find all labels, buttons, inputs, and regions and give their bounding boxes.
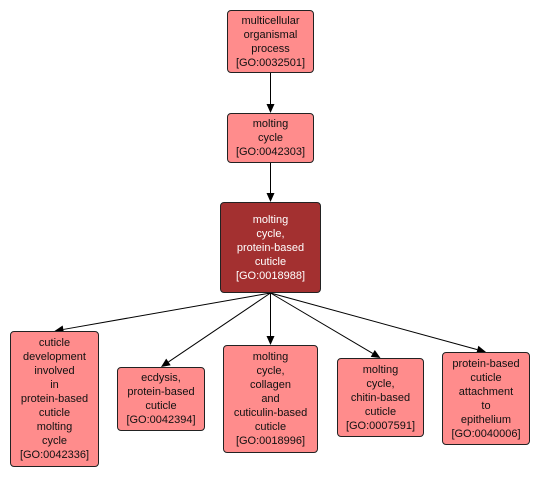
edge-arrowhead (161, 358, 171, 367)
node-go-0042336[interactable]: cuticle development involved in protein-… (10, 331, 99, 467)
edge-line (63, 292, 271, 330)
node-go-0007591[interactable]: molting cycle, chitin-based cuticle [GO:… (337, 358, 424, 437)
node-go-0032501[interactable]: multicellular organismal process [GO:003… (227, 10, 314, 73)
edge-arrowhead (370, 349, 381, 358)
node-go-0042394[interactable]: ecdysis, protein-based cuticle [GO:00423… (117, 367, 205, 431)
node-go-0018988[interactable]: molting cycle, protein-based cuticle [GO… (220, 202, 321, 293)
node-go-0040006[interactable]: protein-based cuticle attachment to epit… (442, 352, 530, 445)
edge-line (270, 292, 374, 354)
edge-arrowhead (266, 336, 275, 345)
node-go-0018996[interactable]: molting cycle, collagen and cuticulin-ba… (223, 345, 318, 453)
edge-line (270, 292, 478, 351)
edge-line (168, 292, 271, 363)
edge-arrowhead (266, 193, 275, 202)
node-go-0042303[interactable]: molting cycle [GO:0042303] (227, 113, 314, 163)
edge-arrowhead (476, 345, 486, 354)
edge-arrowhead (266, 104, 275, 113)
